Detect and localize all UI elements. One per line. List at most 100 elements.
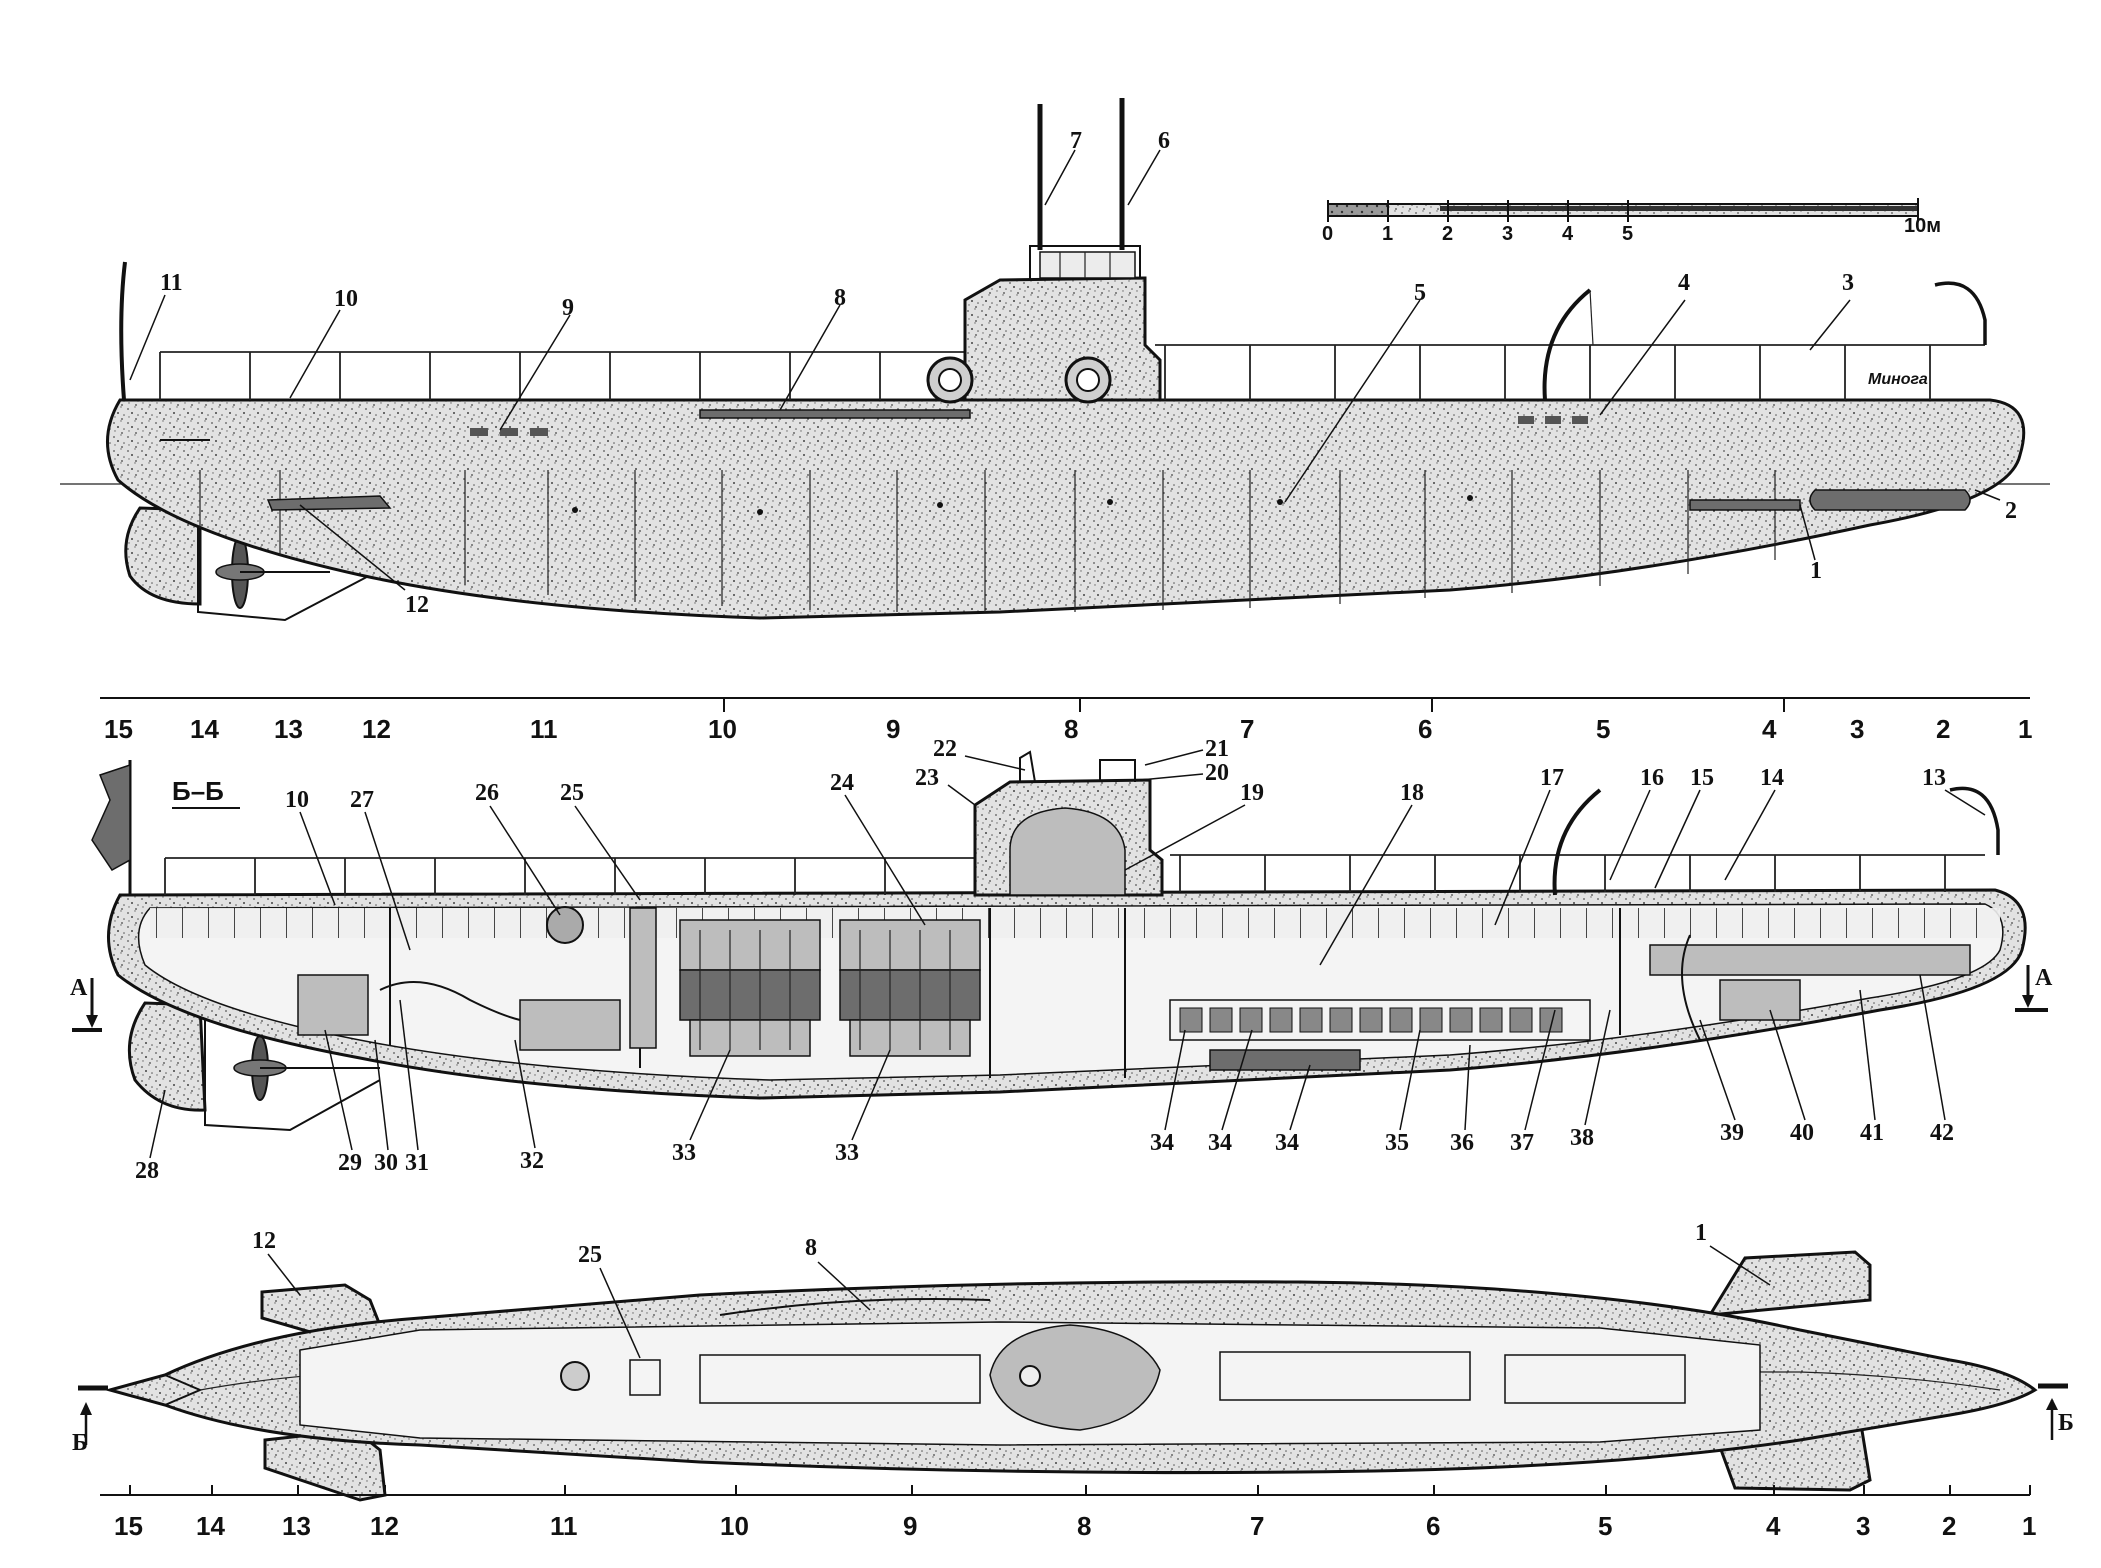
nameplate: Минога [1868,371,1928,388]
section-label-21: 21 [1205,736,1229,762]
exhaust-silencer [629,907,657,1049]
section-label-13: 13 [1922,765,1946,791]
plan-view: Б Б 1 8 12 25 [72,1220,2074,1541]
stern-hydroplane [266,495,392,511]
plan-label-1: 1 [1695,1220,1707,1246]
plan-frame-5: 5 [1598,1511,1612,1541]
section-label-20: 20 [1205,760,1229,786]
section-frame-13: 13 [274,714,303,744]
section-frame-14: 14 [190,714,219,744]
side-view: Минога [60,98,2050,622]
scale-tick-2: 2 [1442,223,1453,245]
plan-frame-1: 1 [2022,1511,2036,1541]
deck-rail-pipe [699,409,971,419]
section-label-41: 41 [1860,1120,1884,1146]
plan-frame-15: 15 [114,1511,143,1541]
section-label-25: 25 [560,780,584,806]
section-view: 15 14 13 12 11 10 9 8 7 6 5 4 3 2 1 Б–Б [70,697,2053,1184]
side-label-4: 4 [1678,270,1690,296]
battery-racks [1169,999,1591,1071]
scale-tick-1: 1 [1382,223,1393,245]
section-frame-9: 9 [886,714,900,744]
plan-frame-13: 13 [282,1511,311,1541]
side-label-10: 10 [334,286,358,312]
side-label-5: 5 [1414,280,1426,306]
section-label-36: 36 [1450,1130,1474,1156]
plan-conning-tower [989,1324,1161,1431]
forward-torpedo-tube [1649,944,1971,976]
plan-frame-3: 3 [1856,1511,1870,1541]
section-frame-12: 12 [362,714,391,744]
plan-frame-numbers: 15 14 13 12 11 10 9 8 7 6 5 4 3 2 1 [114,1485,2036,1541]
side-view-callouts: 1 2 3 4 5 6 7 8 9 10 11 12 [129,128,2017,618]
section-label-29: 29 [338,1150,362,1176]
scale-tick-3: 3 [1502,223,1513,245]
plan-label-12: 12 [252,1228,276,1254]
electric-motor [297,974,369,1036]
section-label-14: 14 [1760,765,1784,791]
plan-frame-14: 14 [196,1511,225,1541]
section-label-16: 16 [1640,765,1664,791]
side-label-1: 1 [1810,558,1822,584]
section-label-32: 32 [520,1148,544,1174]
section-frame-15: 15 [104,714,133,744]
section-label-27: 27 [350,787,374,813]
section-mark-b-right: Б [2038,1383,2074,1440]
conning-tower-dome [1009,807,1126,896]
section-label-34c: 35 [1385,1130,1409,1156]
section-label-15: 15 [1690,765,1714,791]
scale-tick-4: 4 [1562,223,1574,245]
section-frame-5: 5 [1596,714,1610,744]
plan-frame-12: 12 [370,1511,399,1541]
section-label-33a: 33 [672,1140,696,1166]
section-frame-7: 7 [1240,714,1254,744]
section-frame-11: 11 [530,714,558,744]
plan-frame-8: 8 [1077,1511,1091,1541]
section-frame-10: 10 [708,714,737,744]
svg-text:А: А [70,975,88,1001]
lifebuoy-fwd [1064,356,1112,404]
side-hull-frames [199,470,1776,612]
section-label-34b: 34 [1208,1130,1232,1156]
section-label-31: 31 [405,1150,429,1176]
svg-text:А: А [2035,965,2053,991]
side-label-2: 2 [2005,498,2017,524]
section-title: Б–Б [172,776,224,806]
plan-frame-4: 4 [1766,1511,1781,1541]
ensign-flag [91,763,131,871]
section-mark-a-right: А [2015,965,2053,1012]
plan-frame-11: 11 [550,1511,578,1541]
section-frame-6: 6 [1418,714,1432,744]
side-label-6: 6 [1158,128,1170,154]
svg-text:Б: Б [72,1430,88,1456]
section-label-35: 34 [1275,1130,1299,1156]
section-frame-3: 3 [1850,714,1864,744]
scale-end-label: 10м [1904,215,1941,237]
rudder [124,506,202,606]
plan-bow-hydroplane-upper [1707,1250,1872,1317]
lifebuoy-aft [926,356,974,404]
svg-text:Б: Б [2058,1410,2074,1436]
section-mark-a-left: А [70,975,102,1032]
section-label-37: 37 [1510,1130,1534,1156]
plan-frame-6: 6 [1426,1511,1440,1541]
side-label-3: 3 [1842,270,1854,296]
section-label-30: 30 [374,1150,398,1176]
propeller [215,535,330,609]
section-label-18: 18 [1400,780,1424,806]
section-label-26: 26 [475,780,499,806]
diesel-engine-aft [679,919,821,1057]
section-frame-1: 1 [2018,714,2032,744]
section-guardrails [164,854,1985,895]
section-mark-b-left: Б [72,1385,108,1456]
section-frame-numbers: 15 14 13 12 11 10 9 8 7 6 5 4 3 2 1 [104,698,2032,744]
bow-torpedo-tube [1809,489,1971,511]
side-guardrails [159,344,1985,400]
section-frame-2: 2 [1936,714,1950,744]
section-label-28: 28 [135,1158,159,1184]
scale-tick-0: 0 [1322,223,1333,245]
section-label-17: 17 [1540,765,1564,791]
plan-view-callouts: 1 8 12 25 [252,1220,1771,1359]
